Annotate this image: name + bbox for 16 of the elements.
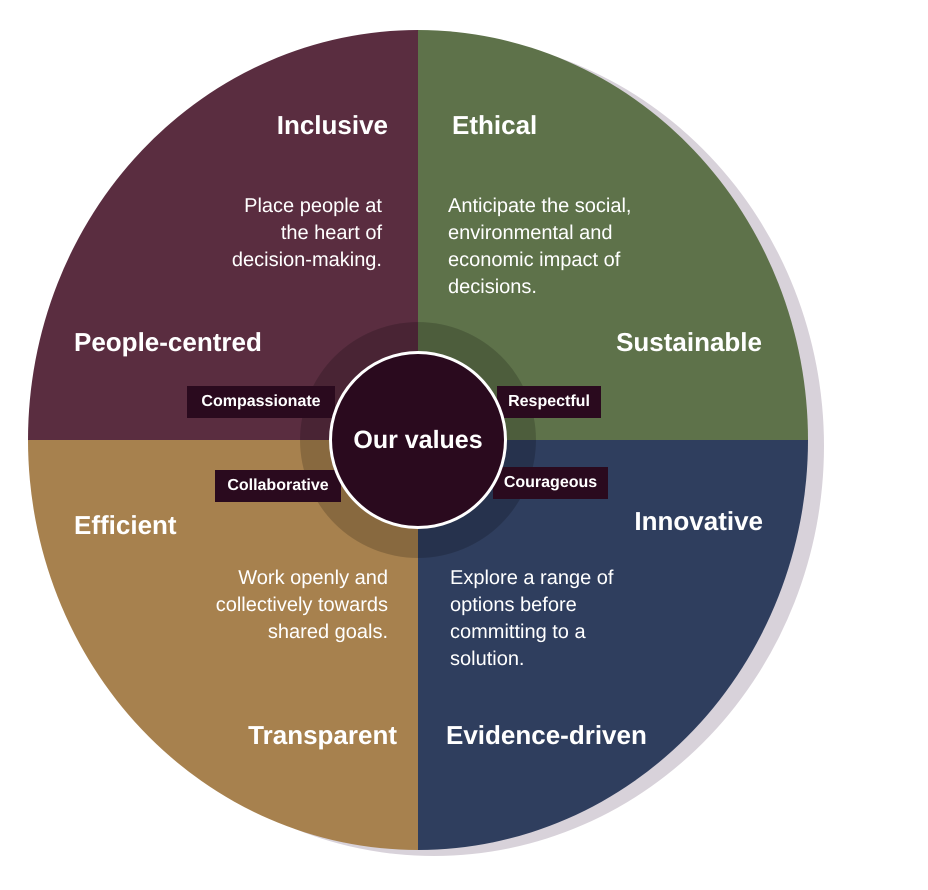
- value-heading: Evidence-driven: [446, 720, 647, 750]
- value-tag: Compassionate: [187, 386, 335, 418]
- value-heading: Ethical: [452, 110, 538, 140]
- value-heading: Sustainable: [616, 327, 762, 357]
- value-tag: Respectful: [497, 386, 601, 418]
- value-tag: Collaborative: [215, 470, 341, 502]
- value-description: Anticipate the social, environmental and economic impact of decisions.: [448, 194, 632, 300]
- value-description: Work openly and collectively towards shared goals.: [214, 566, 388, 645]
- value-tag: Courageous: [493, 467, 608, 499]
- value-heading: Innovative: [634, 506, 763, 536]
- value-description: Place people at the heart of decision-making.: [230, 194, 382, 273]
- value-description: Explore a range of options before committing to a solution.: [450, 566, 614, 672]
- value-heading: People-centred: [74, 327, 262, 357]
- value-heading: Transparent: [248, 720, 397, 750]
- value-heading: Inclusive: [276, 110, 388, 140]
- value-heading: Efficient: [74, 510, 177, 540]
